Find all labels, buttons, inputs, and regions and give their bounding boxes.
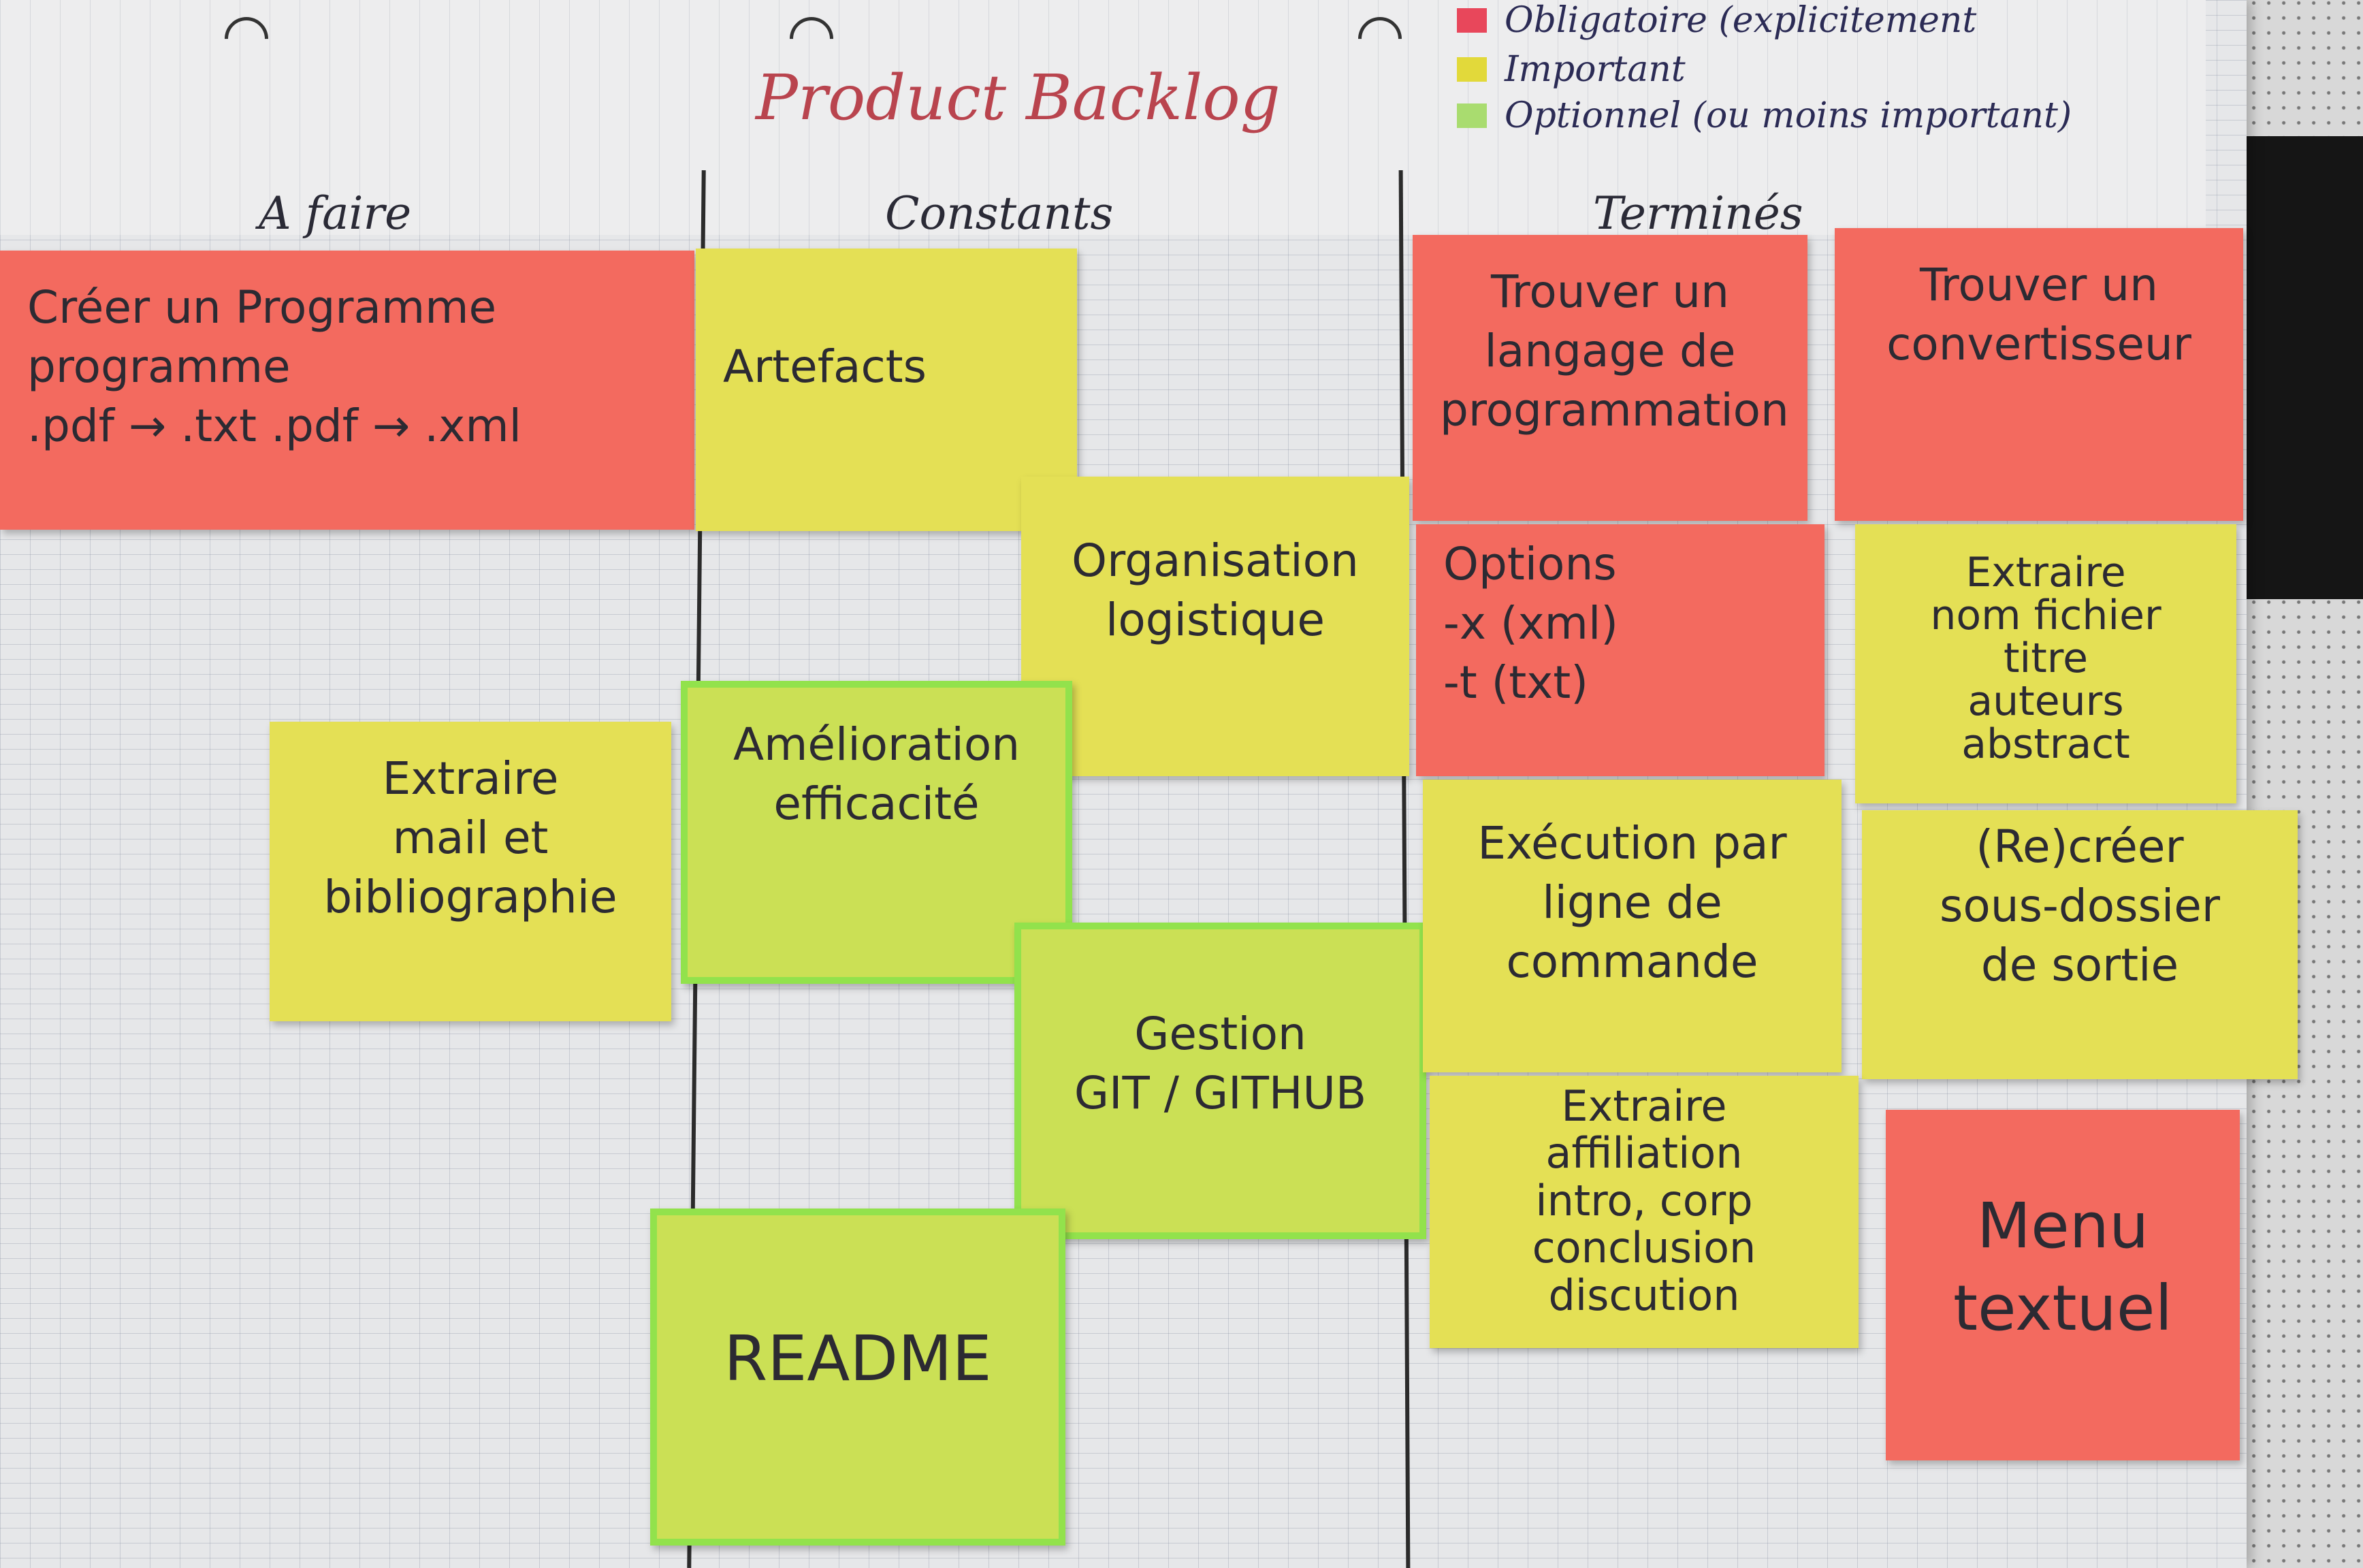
board-title: Product Backlog [756,61,1281,134]
legend-item-optionnel: Optionnel (ou moins important) [1457,95,2072,136]
sticky-note-trouver-langage: Trouver un langage de programmation [1413,235,1807,521]
note-line: sous-dossier [1940,880,2220,933]
note-line: Options [1443,538,1617,590]
note-line: convertisseur [1886,318,2191,371]
column-divider [1398,170,1411,1568]
note-line: .pdf → .txt .pdf → .xml [27,400,521,453]
sticky-note-options: Options -x (xml) -t (txt) [1416,524,1825,776]
sticky-note-extraire-nom: Extraire nom fichier titre auteurs abstr… [1855,524,2236,803]
note-line: (Re)créer [1976,820,2184,873]
column-header-a-faire: A faire [259,187,412,240]
note-line: titre [2004,635,2088,682]
legend-label: Important [1505,49,1686,90]
sticky-note-organisation: Organisation logistique [1021,477,1409,776]
column-header-constants: Constants [885,187,1114,240]
legend-label: Obligatoire (explicitement [1505,0,1977,41]
note-line: Trouver un [1491,266,1729,318]
legend-swatch [1457,8,1487,33]
binder-hole-icon [780,7,843,70]
note-line: affiliation [1545,1128,1743,1179]
legend-swatch [1457,103,1487,128]
note-line: ligne de [1542,876,1722,929]
column-header-termines: Terminés [1593,187,1803,240]
note-line: nom fichier [1930,592,2161,639]
note-line: abstract [1961,720,2130,768]
note-line: Amélioration [733,718,1020,771]
kanban-board: Product Backlog Obligatoire (expliciteme… [0,0,2298,1568]
board-header-sheet: Product Backlog Obligatoire (expliciteme… [0,0,2206,240]
note-line: Extraire [1561,1081,1727,1131]
legend-swatch [1457,57,1487,82]
note-line: Gestion [1134,1008,1306,1060]
note-line: commande [1506,935,1758,989]
binder-hole-icon [215,7,278,70]
note-line: Extraire [382,752,559,805]
legend-item-obligatoire: Obligatoire (explicitement [1457,0,1976,41]
binder-hole-icon [1349,7,1411,70]
note-line: Organisation [1072,534,1359,587]
note-line: Créer un Programme [27,281,497,334]
note-line: textuel [1952,1272,2173,1345]
note-line: logistique [1106,594,1325,647]
note-line: langage de [1484,325,1736,378]
sticky-note-menu: Menu textuel [1886,1110,2240,1460]
note-line: auteurs [1967,677,2124,725]
note-line: conclusion [1532,1223,1756,1273]
sticky-note-trouver-convertisseur: Trouver un convertisseur [1835,228,2243,521]
note-line: Extraire [1965,549,2126,596]
sticky-note-artefacts: Artefacts [696,249,1077,531]
note-line: bibliographie [323,871,617,924]
note-line: README [724,1322,992,1395]
note-line: Trouver un [1920,259,2158,311]
legend-item-important: Important [1457,49,1686,90]
legend-label: Optionnel (ou moins important) [1505,95,2072,136]
note-line: de sortie [1980,939,2179,992]
note-line: -t (txt) [1443,656,1588,709]
note-line: Artefacts [723,340,927,393]
note-line: intro, corp [1535,1175,1753,1226]
note-line: mail et [392,812,549,865]
sticky-note-amelioration: Amélioration efficacité [681,681,1072,984]
note-line: efficacité [773,778,980,831]
note-line: Menu [1976,1189,2149,1262]
note-line: Exécution par [1477,817,1787,869]
sticky-note-extraire-affiliation: Extraire affiliation intro, corp conclus… [1430,1076,1859,1348]
note-line: GIT / GITHUB [1074,1067,1367,1120]
sticky-note-readme: README [650,1209,1065,1546]
note-line: discution [1548,1270,1740,1320]
note-line: -x (xml) [1443,597,1619,650]
sticky-note-execution: Exécution par ligne de commande [1423,780,1842,1072]
sticky-note-gestion: Gestion GIT / GITHUB [1014,923,1426,1239]
sticky-note-extraire-mail: Extraire mail et bibliographie [270,722,671,1021]
sticky-note-creer-programme: Créer un Programme programme .pdf → .txt… [0,251,694,530]
sticky-note-recreer: (Re)créer sous-dossier de sortie [1862,810,2298,1079]
note-line: programme [27,340,291,394]
note-line: programmation [1440,384,1789,437]
